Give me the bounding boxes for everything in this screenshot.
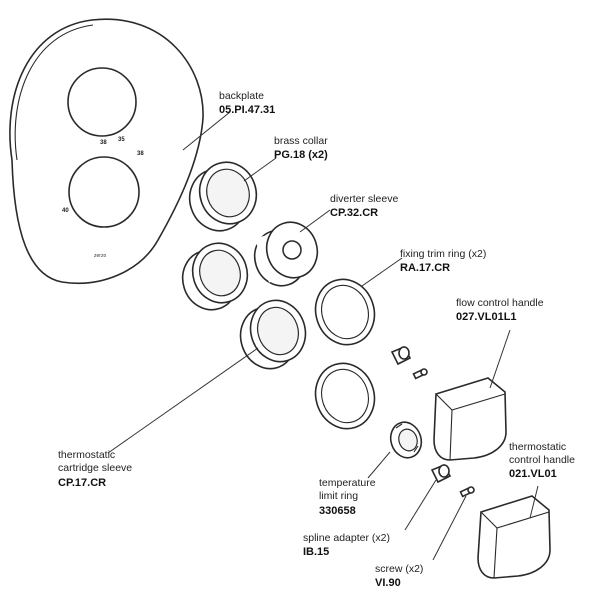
- temp-mark-1: 38: [100, 140, 107, 146]
- flow-control-handle-code: 027.VL01L1: [456, 311, 517, 323]
- cartridge-sleeve-part: [239, 299, 307, 370]
- label-flow-control-handle: flow control handle 027.VL01L1: [456, 297, 544, 323]
- diverter-sleeve-name: diverter sleeve: [330, 193, 398, 205]
- temperature-limit-ring-part: [389, 421, 423, 459]
- brass-collar-upper: [188, 161, 258, 232]
- temp-mark-4: 40: [62, 208, 69, 214]
- temperature-limit-ring-name-1: temperature: [319, 477, 376, 489]
- backplate-upper-opening: [67, 67, 137, 137]
- label-brass-collar: brass collar PG.18 (x2): [274, 135, 328, 161]
- label-diverter-sleeve: diverter sleeve CP.32.CR: [330, 193, 398, 219]
- spline-adapter-name: spline adapter (x2): [303, 532, 390, 544]
- temp-mark-3: 38: [137, 151, 144, 157]
- cartridge-sleeve-name-2: cartridge sleeve: [58, 462, 132, 474]
- diverter-sleeve-code: CP.32.CR: [330, 207, 378, 219]
- label-backplate: backplate 05.PI.47.31: [219, 90, 275, 116]
- fixing-trim-ring-upper: [314, 278, 376, 346]
- screw-code: VI.90: [375, 577, 401, 589]
- thermostatic-control-handle-code: 021.VL01: [509, 468, 557, 480]
- spline-adapter-upper: [390, 345, 412, 366]
- brass-collar-lower: [181, 242, 249, 311]
- flow-control-handle-part: [433, 377, 507, 461]
- label-screw: screw (x2) VI.90: [375, 563, 423, 589]
- temperature-limit-ring-code: 330658: [319, 505, 356, 517]
- diverter-sleeve-part: [253, 221, 319, 287]
- thermostatic-control-handle-name-1: thermostatic: [509, 441, 566, 453]
- screw-name: screw (x2): [375, 563, 423, 575]
- spline-adapter-lower: [430, 463, 452, 484]
- fixing-trim-ring-code: RA.17.CR: [400, 262, 450, 274]
- fixing-trim-ring-name: fixing trim ring (x2): [400, 248, 486, 260]
- label-thermostatic-control-handle: thermostatic control handle 021.VL01: [509, 441, 575, 480]
- leader-lines: [107, 111, 539, 561]
- screw-lower: [459, 486, 475, 498]
- backplate-code: 05.PI.47.31: [219, 104, 275, 116]
- spline-adapter-code: IB.15: [303, 546, 329, 558]
- label-temperature-limit-ring: temperature limit ring 330658: [319, 477, 376, 517]
- cartridge-sleeve-name-1: thermostatic: [58, 449, 115, 461]
- thermostatic-control-handle-part: [477, 495, 551, 579]
- label-cartridge-sleeve: thermostatic cartridge sleeve CP.17.CR: [58, 449, 132, 489]
- fixing-trim-ring-lower: [314, 362, 376, 430]
- backplate-lower-opening: [68, 156, 140, 228]
- label-fixing-trim-ring: fixing trim ring (x2) RA.17.CR: [400, 248, 486, 274]
- flow-control-handle-name: flow control handle: [456, 297, 544, 309]
- brass-collar-code: PG.18 (x2): [274, 149, 328, 161]
- brass-collar-name: brass collar: [274, 135, 328, 147]
- backplate-name: backplate: [219, 90, 264, 102]
- screw-upper: [412, 368, 428, 380]
- temperature-limit-ring-name-2: limit ring: [319, 490, 358, 502]
- brand-mark: zerzo: [94, 253, 106, 259]
- thermostatic-control-handle-name-2: control handle: [509, 454, 575, 466]
- cartridge-sleeve-code: CP.17.CR: [58, 477, 106, 489]
- label-spline-adapter: spline adapter (x2) IB.15: [303, 532, 390, 558]
- temp-mark-2: 35: [118, 137, 125, 143]
- backplate-part: 38 35 38 40 zerzo: [9, 18, 204, 284]
